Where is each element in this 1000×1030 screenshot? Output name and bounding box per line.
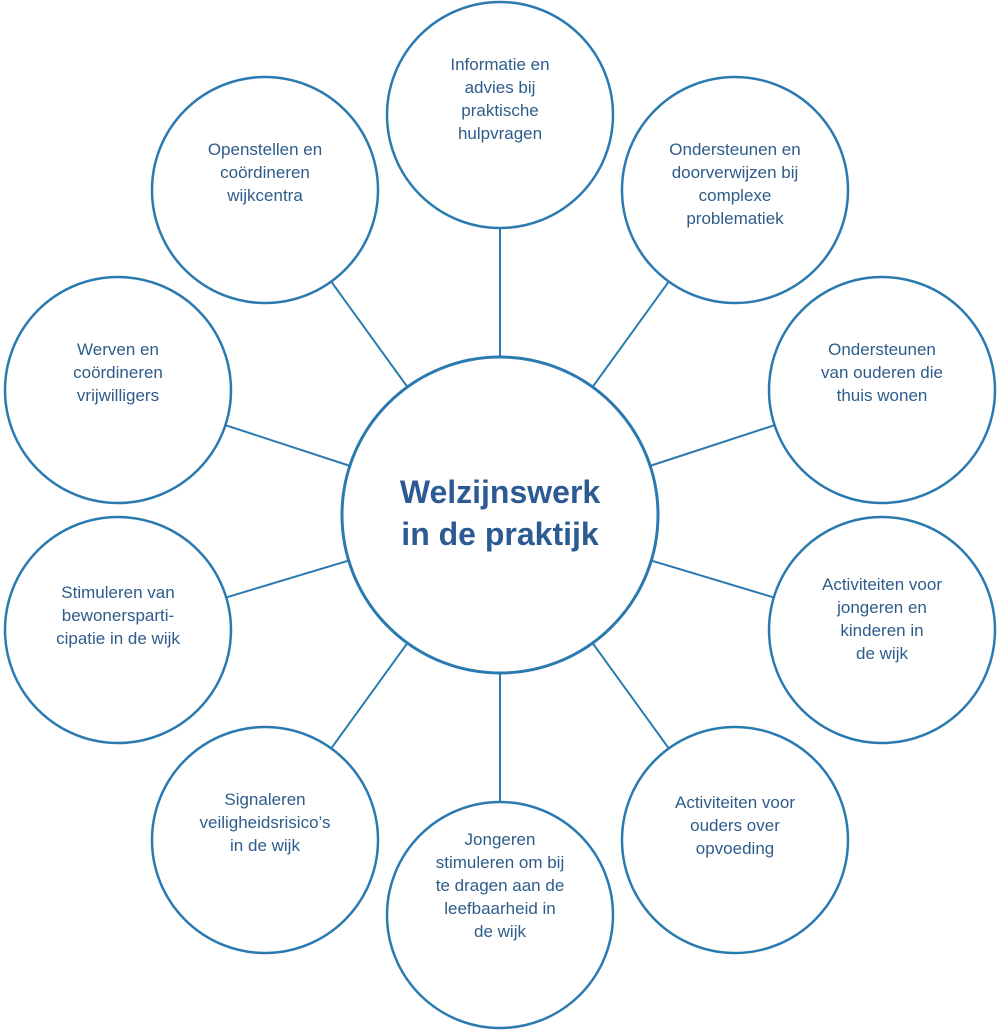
node-label-line: complexe bbox=[699, 186, 772, 205]
node-label-wijkcentra: Openstellen en coördineren wijkcentra bbox=[208, 140, 322, 205]
node-label-line: wijkcentra bbox=[226, 186, 303, 205]
connector-bewonersparticipatie bbox=[225, 559, 349, 599]
connectors bbox=[225, 228, 775, 802]
connector-activiteiten-jongeren bbox=[651, 559, 775, 599]
node-label-line: Ondersteunen bbox=[828, 340, 936, 359]
node-label-line: cipatie in de wijk bbox=[56, 629, 180, 648]
node-label-jongeren-stimuleren: Jongeren stimuleren om bij te dragen aan d… bbox=[436, 830, 565, 941]
connector-activiteiten-ouders bbox=[591, 642, 670, 750]
node-label-line: hulpvragen bbox=[458, 124, 542, 143]
node-label-activiteiten-ouders: Activiteiten voor ouders over opvoeding bbox=[675, 793, 795, 858]
node-label-line: doorverwijzen bij bbox=[672, 163, 799, 182]
node-label-bewonersparticipatie: Stimuleren van bewonersparti-cipatie in d… bbox=[56, 583, 180, 648]
node-label-line: veiligheidsrisico’s bbox=[199, 813, 330, 832]
node-label-line: Activiteiten voor bbox=[675, 793, 795, 812]
connector-vrijwilligers bbox=[225, 424, 351, 467]
node-circle-vrijwilligers bbox=[3, 275, 233, 505]
node-circle-ondersteunen-ouderen bbox=[767, 275, 997, 505]
node-circle-ondersteunen-doorverwijzen bbox=[620, 75, 850, 305]
node-label-ondersteunen-ouderen: Ondersteunen van ouderen die thuis wonen bbox=[821, 340, 943, 405]
node-label-line: van ouderen die bbox=[821, 363, 943, 382]
node-label-line: jongeren en bbox=[836, 598, 927, 617]
node-circle-activiteiten-ouders bbox=[620, 725, 850, 955]
node-label-line: stimuleren om bij bbox=[436, 853, 565, 872]
node-label-line: te dragen aan de bbox=[436, 876, 565, 895]
center-circle bbox=[340, 355, 660, 675]
node-label-line: Jongeren bbox=[465, 830, 536, 849]
node-circle-informatie-advies bbox=[385, 0, 615, 230]
node-label-line: de wijk bbox=[856, 644, 908, 663]
connector-wijkcentra bbox=[330, 280, 409, 388]
node-label-line: thuis wonen bbox=[837, 386, 928, 405]
node-label-line: in de wijk bbox=[230, 836, 300, 855]
node-label-line: de wijk bbox=[474, 922, 526, 941]
node-label-ondersteunen-doorverwijzen: Ondersteunen en doorverwijzen bij complexe… bbox=[669, 140, 800, 228]
node-label-line: kinderen in bbox=[840, 621, 923, 640]
node-label-line: praktische bbox=[461, 101, 538, 120]
node-label-line: Informatie en bbox=[450, 55, 549, 74]
node-label-line: Activiteiten voor bbox=[822, 575, 942, 594]
node-label-line: leefbaarheid in bbox=[444, 899, 556, 918]
node-label-line: Openstellen en bbox=[208, 140, 322, 159]
node-label-line: bewonersparti- bbox=[62, 606, 174, 625]
node-label-line: Ondersteunen en bbox=[669, 140, 800, 159]
node-circle-signaleren bbox=[150, 725, 380, 955]
node-circle-wijkcentra bbox=[150, 75, 380, 305]
node-circle-activiteiten-jongeren bbox=[767, 515, 997, 745]
node-label-line: Signaleren bbox=[224, 790, 305, 809]
node-label-line: advies bij bbox=[465, 78, 536, 97]
node-label-signaleren: Signaleren veiligheidsrisico’s in de wijk bbox=[199, 790, 330, 855]
node-circle-bewonersparticipatie bbox=[3, 515, 233, 745]
connector-ondersteunen-doorverwijzen bbox=[591, 280, 670, 388]
node-label-line: coördineren bbox=[220, 163, 310, 182]
node-label-line: problematiek bbox=[686, 209, 784, 228]
center-title: Welzijnswerk in de praktijk bbox=[400, 474, 601, 552]
center-title-line: Welzijnswerk bbox=[400, 474, 601, 510]
node-label-line: coördineren bbox=[73, 363, 163, 382]
node-labels: Informatie en advies bij praktische hulpvra… bbox=[56, 55, 943, 941]
center-title-line: in de praktijk bbox=[401, 516, 599, 552]
node-label-line: vrijwilligers bbox=[77, 386, 159, 405]
connector-ondersteunen-ouderen bbox=[649, 424, 775, 467]
node-label-informatie-advies: Informatie en advies bij praktische hulpvra… bbox=[450, 55, 549, 143]
node-label-line: opvoeding bbox=[696, 839, 774, 858]
connector-signaleren bbox=[330, 642, 409, 750]
node-label-line: Stimuleren van bbox=[61, 583, 174, 602]
node-label-line: ouders over bbox=[690, 816, 780, 835]
node-label-vrijwilligers: Werven en coördineren vrijwilligers bbox=[73, 340, 163, 405]
node-circle-jongeren-stimuleren bbox=[385, 800, 615, 1030]
node-label-line: Werven en bbox=[77, 340, 159, 359]
node-label-activiteiten-jongeren: Activiteiten voor jongeren en kinderen in d… bbox=[822, 575, 942, 663]
node-circles bbox=[3, 0, 997, 1030]
